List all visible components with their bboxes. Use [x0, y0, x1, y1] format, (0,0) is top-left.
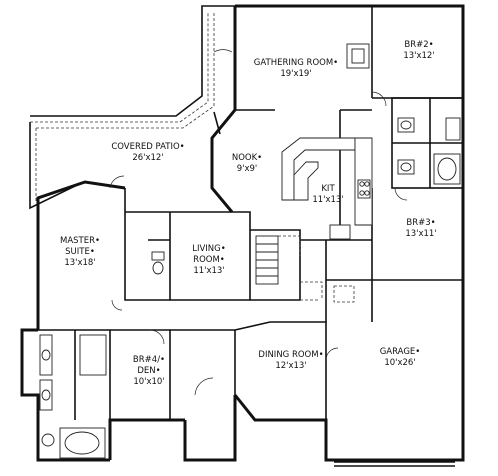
- interior-walls: [38, 6, 464, 420]
- room-size: 9'x9': [236, 164, 258, 174]
- room-name: DINING ROOM•: [258, 350, 324, 360]
- bath-fixtures: [39, 117, 461, 459]
- stairs: [255, 235, 320, 301]
- room-size: 12'x13': [275, 361, 307, 371]
- exterior-walls: [20, 4, 465, 462]
- room-name: KIT: [321, 184, 335, 194]
- room-label-nook: NOOK• 9'x9': [232, 153, 262, 175]
- room-label-dining: DINING ROOM• 12'x13': [258, 350, 323, 372]
- room-name-line2: SUITE•: [65, 247, 95, 257]
- room-label-covered-patio: COVERED PATIO• 26'x12': [111, 142, 184, 164]
- covered-patio-outline: [29, 5, 235, 210]
- room-name: COVERED PATIO•: [111, 142, 185, 152]
- room-name: GATHERING ROOM•: [253, 58, 339, 68]
- room-name-line2: ROOM•: [193, 255, 225, 265]
- room-label-master-suite: MASTER• SUITE• 13'x18': [60, 236, 100, 269]
- fireplace: [346, 43, 370, 69]
- room-label-kitchen: KIT 11'x13': [312, 184, 343, 206]
- room-size: 19'x19': [280, 69, 312, 79]
- door-swings: [109, 49, 408, 396]
- garage-details: [300, 281, 455, 467]
- room-label-living: LIVING• ROOM• 11'x13': [192, 244, 226, 277]
- room-name: BR#3•: [406, 218, 436, 228]
- room-label-br4-den: BR#4/• DEN• 10'x10': [133, 355, 165, 388]
- room-size: 13'x11': [405, 229, 437, 239]
- room-label-garage: GARAGE• 10'x26': [380, 347, 421, 369]
- room-size: 10'x10': [133, 377, 165, 387]
- room-label-gathering: GATHERING ROOM• 19'x19': [254, 58, 338, 80]
- room-name-line2: DEN•: [137, 366, 161, 376]
- room-size: 10'x26': [384, 358, 416, 368]
- room-label-br2: BR#2• 13'x12': [403, 40, 434, 62]
- room-name: LIVING•: [192, 244, 226, 254]
- room-size: 26'x12': [132, 153, 164, 163]
- room-name: MASTER•: [59, 236, 101, 246]
- room-name: BR#4/•: [132, 355, 166, 365]
- room-size: 13'x12': [403, 51, 435, 61]
- room-name: BR#2•: [404, 40, 434, 50]
- room-size: 13'x18': [64, 258, 96, 268]
- kitchen-counters: [281, 137, 373, 240]
- room-name: NOOK•: [231, 153, 263, 163]
- room-name: GARAGE•: [379, 347, 421, 357]
- room-label-br3: BR#3• 13'x11': [405, 218, 436, 240]
- room-size: 11'x13': [312, 195, 344, 205]
- room-size: 11'x13': [193, 266, 225, 276]
